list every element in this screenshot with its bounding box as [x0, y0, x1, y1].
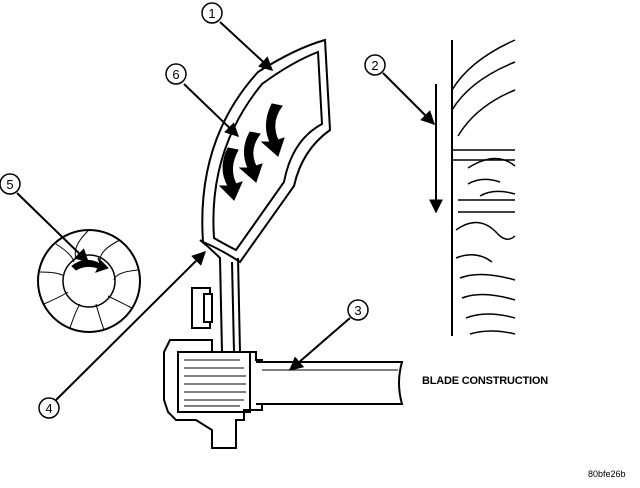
- leader-6: [183, 83, 240, 137]
- callout-1-number: 1: [208, 6, 215, 21]
- callout-6: 6: [165, 63, 187, 85]
- blade-sector: [201, 38, 332, 264]
- leader-4: [55, 251, 206, 401]
- callout-4-number: 4: [45, 401, 52, 416]
- callout-3: 3: [347, 299, 369, 321]
- shaft-hub-assembly: [163, 239, 404, 449]
- callout-2: 2: [364, 54, 386, 76]
- callout-4: 4: [38, 397, 60, 419]
- callout-1: 1: [201, 2, 223, 24]
- flow-circle: [37, 229, 141, 333]
- fluid-flow-arrows: [218, 103, 285, 201]
- callout-6-number: 6: [172, 67, 179, 82]
- callout-5: 5: [0, 173, 21, 195]
- callout-3-number: 3: [354, 303, 361, 318]
- leader-3: [288, 317, 351, 371]
- leader-5: [16, 192, 90, 263]
- leader-1: [219, 21, 274, 71]
- callout-5-number: 5: [6, 177, 13, 192]
- leader-lines: [16, 21, 435, 401]
- callout-2-number: 2: [371, 58, 378, 73]
- leader-2: [382, 72, 435, 125]
- figure-id: 80bfe26b: [588, 469, 626, 479]
- diagram-caption: BLADE CONSTRUCTION: [422, 375, 548, 387]
- blade-construction-detail: [451, 39, 516, 336]
